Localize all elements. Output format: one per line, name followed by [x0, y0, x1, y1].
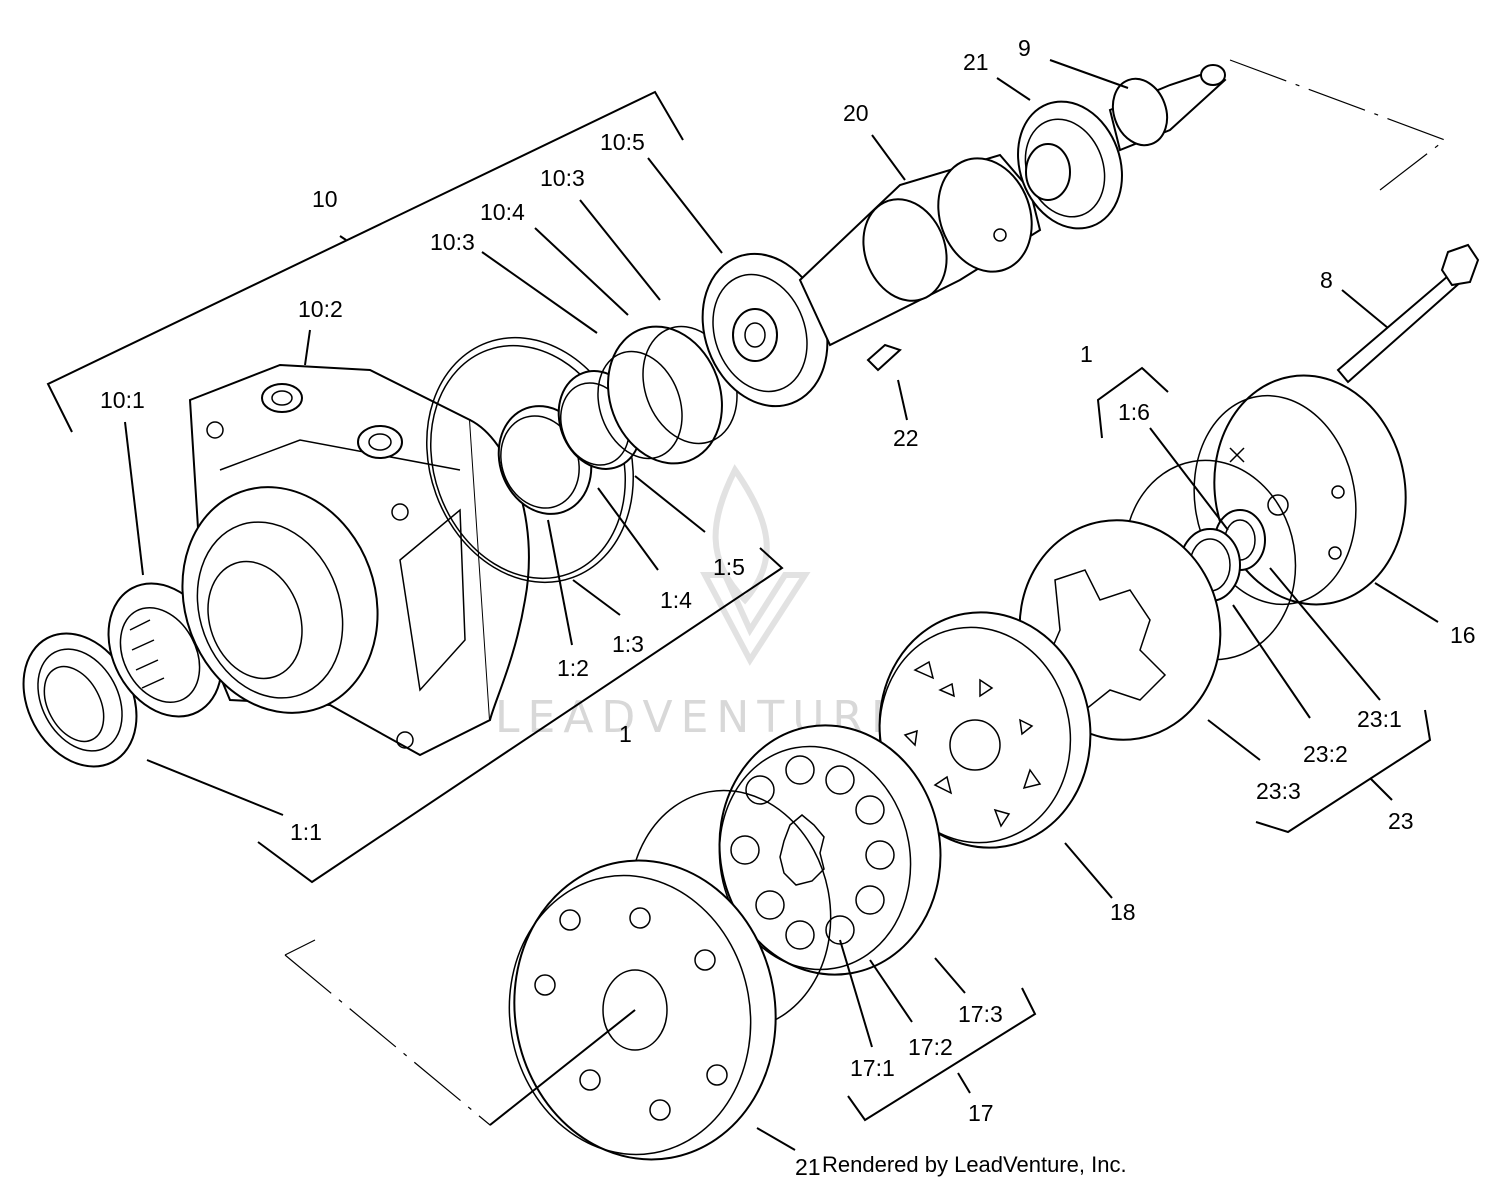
callout-10-1: 10:1 [100, 387, 145, 413]
callout-17: 17 [968, 1100, 994, 1126]
callout-1-6: 1:6 [1118, 399, 1150, 425]
callout-23-2: 23:2 [1303, 741, 1348, 767]
callout-17-1: 17:1 [850, 1055, 895, 1081]
shaft-seal-part[interactable] [1, 614, 159, 786]
callout-1-4: 1:4 [660, 587, 692, 613]
seal-ring-1-5-part[interactable] [584, 310, 753, 479]
callout-1-2: 1:2 [557, 655, 589, 681]
callout-1-3: 1:3 [612, 631, 644, 657]
callout-9: 9 [1018, 35, 1031, 61]
output-shaft-part[interactable] [798, 145, 1047, 347]
thrust-washer-part[interactable] [1001, 87, 1139, 243]
callout-21-bottom: 21 [795, 1154, 821, 1180]
callout-10-3-left: 10:3 [430, 229, 475, 255]
cap-screw-part[interactable] [1336, 243, 1480, 384]
callout-17-2: 17:2 [908, 1034, 953, 1060]
callout-1-1: 1:1 [290, 819, 322, 845]
credit-line: Rendered by LeadVenture, Inc. [822, 1152, 1127, 1177]
watermark-logo [700, 464, 811, 666]
callout-1-5: 1:5 [713, 554, 745, 580]
callout-23: 23 [1388, 808, 1414, 834]
callout-22: 22 [893, 425, 919, 451]
thrust-bearing-part[interactable] [682, 236, 848, 424]
callout-10: 10 [312, 186, 338, 212]
callout-10-2: 10:2 [298, 296, 343, 322]
callout-21-top: 21 [963, 49, 989, 75]
callout-23-1: 23:1 [1357, 706, 1402, 732]
callout-16: 16 [1450, 622, 1476, 648]
callout-10-3-right: 10:3 [540, 165, 585, 191]
callout-10-4: 10:4 [480, 199, 525, 225]
motor-housing-part[interactable] [151, 363, 530, 757]
shaft-key-part[interactable] [866, 343, 902, 372]
callout-23-3: 23:3 [1256, 778, 1301, 804]
leader-lines [46, 59, 1439, 1151]
drive-link-part[interactable] [1104, 64, 1227, 153]
centerline-top [1229, 59, 1447, 191]
callout-10-5: 10:5 [600, 129, 645, 155]
rotor-set-part[interactable] [700, 708, 960, 992]
callout-20: 20 [843, 100, 869, 126]
callout-8: 8 [1320, 267, 1333, 293]
callout-17-3: 17:3 [958, 1001, 1003, 1027]
callout-1-top: 1 [1080, 341, 1093, 367]
callout-18: 18 [1110, 899, 1136, 925]
callout-1-bottom: 1 [619, 721, 632, 747]
end-plate-part[interactable] [488, 840, 800, 1181]
